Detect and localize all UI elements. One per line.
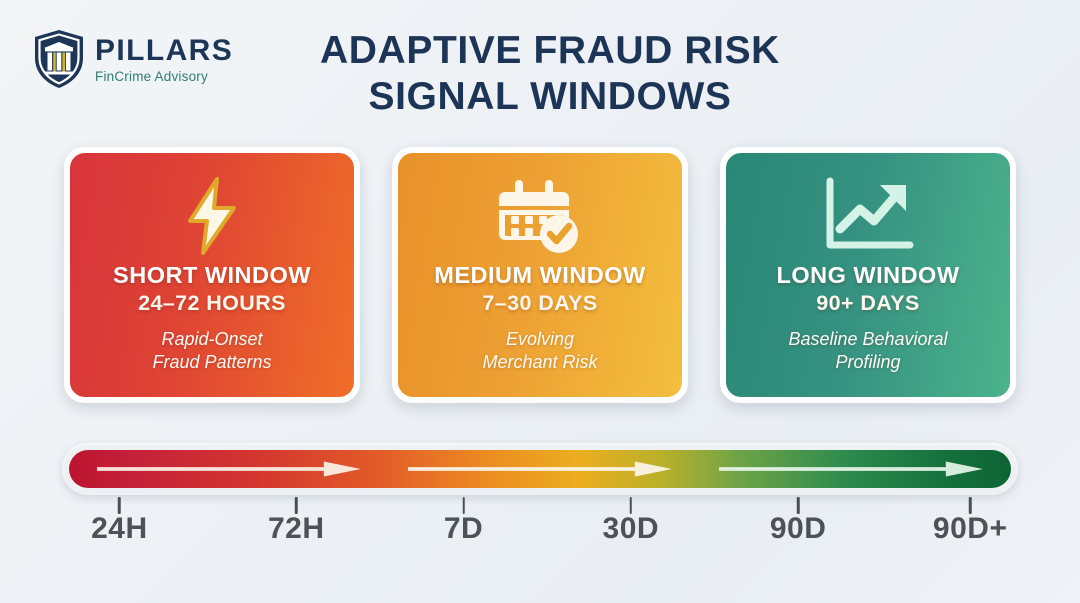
card-description-line-2: Fraud Patterns bbox=[152, 351, 272, 372]
timeline-tick bbox=[462, 497, 465, 514]
brand-wordmark: PILLARS FinCrime Advisory bbox=[95, 35, 233, 83]
header: PILLARS FinCrime Advisory ADAPTIVE FRAUD… bbox=[0, 0, 1080, 138]
timeline-arrow-icon bbox=[408, 461, 672, 477]
timeline-tick-label: 90D bbox=[769, 512, 827, 545]
card-medium-window: MEDIUM WINDOW 7–30 DAYS Evolving Merchan… bbox=[392, 147, 688, 403]
card-title: SHORT WINDOW bbox=[113, 262, 311, 288]
lightning-bolt-icon bbox=[181, 175, 243, 257]
timeline-track bbox=[62, 443, 1018, 495]
page-title: ADAPTIVE FRAUD RISK SIGNAL WINDOWS bbox=[250, 28, 850, 119]
card-description-line-1: Rapid-Onset bbox=[161, 329, 263, 350]
calendar-check-icon bbox=[497, 175, 583, 257]
timeline-tick-label: 30D bbox=[602, 512, 660, 545]
timeline-tick-labels: 24H 72H 7D 30D 90D 90D+ bbox=[62, 512, 1018, 562]
card-description-line-2: Merchant Risk bbox=[482, 351, 598, 372]
brand-logo: PILLARS FinCrime Advisory bbox=[32, 28, 233, 90]
timeline-tick bbox=[629, 497, 633, 514]
timeline-tick-label: 24H bbox=[91, 512, 148, 545]
timeline-tick bbox=[968, 497, 972, 514]
card-description-line-2: Profiling bbox=[835, 351, 901, 372]
card-short-window: SHORT WINDOW 24–72 HOURS Rapid-Onset Fra… bbox=[64, 147, 360, 403]
page-title-line-2: SIGNAL WINDOWS bbox=[368, 74, 732, 118]
timeline-gradient-bar bbox=[69, 450, 1011, 488]
card-description: Evolving Merchant Risk bbox=[470, 328, 609, 373]
trend-up-chart-icon bbox=[822, 175, 914, 257]
card-title: MEDIUM WINDOW bbox=[434, 262, 646, 288]
brand-name: PILLARS bbox=[95, 34, 234, 67]
card-description-line-1: Baseline Behavioral bbox=[788, 329, 948, 350]
card-description: Baseline Behavioral Profiling bbox=[776, 328, 959, 373]
timeline-tick-label: 72H bbox=[267, 512, 325, 545]
timeline-tick bbox=[796, 497, 800, 514]
page-title-line-1: ADAPTIVE FRAUD RISK bbox=[320, 29, 780, 72]
card-subtitle: 7–30 DAYS bbox=[482, 290, 598, 315]
card-description-line-1: Evolving bbox=[505, 329, 575, 350]
card-subtitle: 90+ DAYS bbox=[816, 290, 920, 315]
timeline-tick bbox=[294, 497, 298, 514]
brand-tagline: FinCrime Advisory bbox=[95, 68, 208, 84]
timeline-arrow-icon bbox=[97, 461, 361, 477]
timeline-arrow-icon bbox=[718, 461, 983, 477]
card-subtitle: 24–72 HOURS bbox=[138, 290, 286, 315]
shield-pillars-icon bbox=[32, 28, 86, 90]
card-long-window: LONG WINDOW 90+ DAYS Baseline Behavioral… bbox=[720, 147, 1016, 403]
card-description: Rapid-Onset Fraud Patterns bbox=[140, 328, 283, 373]
card-title: LONG WINDOW bbox=[776, 262, 960, 288]
timeline-tick bbox=[118, 497, 121, 514]
timeline-tick-label: 90D+ bbox=[932, 512, 1008, 545]
timeline-tick-label: 7D bbox=[443, 512, 484, 545]
timeline-ticks bbox=[62, 497, 1018, 519]
window-cards: SHORT WINDOW 24–72 HOURS Rapid-Onset Fra… bbox=[64, 147, 1016, 403]
